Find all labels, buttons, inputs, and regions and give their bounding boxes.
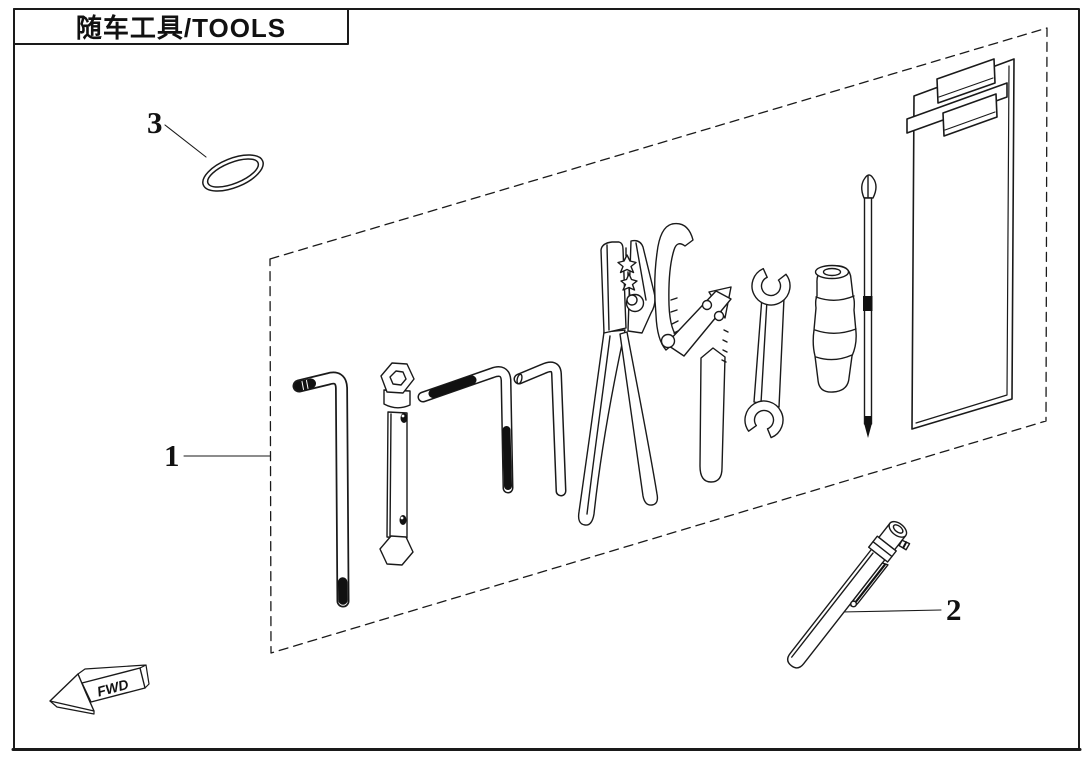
hook-arm	[654, 222, 694, 351]
hex-key	[513, 361, 567, 497]
knurled-tip	[294, 378, 316, 391]
rivet	[701, 299, 713, 311]
pouch-buckle-tab	[936, 58, 996, 104]
screwdriver-shaft	[861, 174, 877, 438]
adjuster-star	[617, 254, 637, 274]
rivet	[713, 310, 725, 322]
spanner-handle	[699, 347, 726, 483]
callout-leader-lines	[164, 124, 942, 613]
adjuster-star	[620, 273, 638, 291]
fwd-label: FWD	[95, 676, 130, 700]
open-end-wrench	[744, 267, 791, 439]
o-ring-band	[202, 154, 264, 192]
hex-l-wrench	[292, 371, 350, 608]
black-tip	[502, 426, 512, 490]
callout-2: 2	[946, 592, 962, 627]
open-jaw-bottom	[744, 400, 784, 439]
leader-line-2	[840, 609, 942, 613]
fwd-arrow: FWD	[49, 664, 150, 715]
leader-line-3	[164, 124, 207, 158]
gauge-barrel	[787, 548, 886, 669]
pliers-right-handle	[619, 331, 659, 506]
pliers	[577, 239, 659, 526]
bit-socket-hole	[822, 267, 842, 277]
hook-spanner	[654, 222, 732, 483]
tommy-bar-hole	[399, 515, 407, 525]
pliers-left-jaw	[600, 241, 627, 334]
threaded-section	[428, 375, 477, 398]
page-title: 随车工具/TOOLS	[75, 13, 287, 43]
pliers-left-handle	[577, 329, 626, 526]
spark-plug-tube-wrench	[379, 362, 415, 566]
pointed-tip	[864, 416, 872, 438]
screwdriver-handle	[812, 264, 857, 393]
title-box	[13, 8, 349, 45]
callout-1: 1	[164, 438, 180, 473]
stop-collar	[863, 296, 873, 311]
open-jaw-top	[751, 267, 791, 306]
threaded-l-rod	[417, 366, 514, 494]
blade-tip	[861, 174, 877, 199]
pivot-ball	[660, 333, 676, 349]
hex-socket-hole	[389, 370, 407, 386]
lever-body	[665, 290, 732, 357]
callout-3: 3	[147, 105, 163, 140]
wrench-shaft	[753, 296, 785, 408]
page-frame	[11, 8, 1082, 751]
tool-tray-outline	[269, 27, 1048, 654]
tommy-bar-hole	[400, 413, 408, 423]
tool-pouch	[906, 58, 1015, 430]
tire-pressure-gauge	[787, 520, 911, 669]
